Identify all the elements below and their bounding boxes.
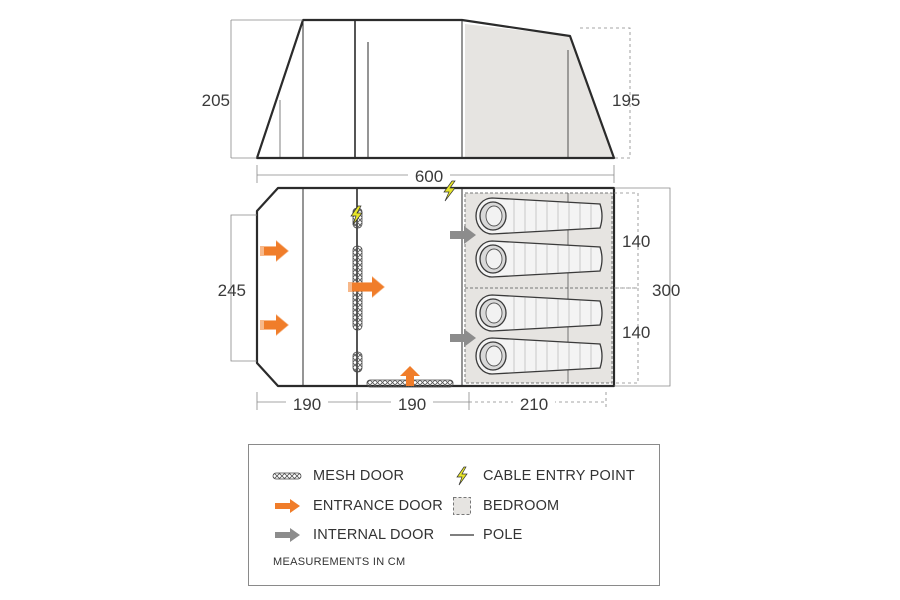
legend: MESH DOOR ENTRANCE DOOR INTERNAL DOOR CA… bbox=[248, 444, 660, 586]
legend-entrance-door: ENTRANCE DOOR bbox=[267, 495, 443, 517]
orange-arrow-icon bbox=[260, 314, 289, 336]
line-icon bbox=[447, 524, 477, 546]
grey-arrow-icon bbox=[450, 329, 476, 347]
dim-label-bg bbox=[286, 394, 328, 412]
sleeping-bag bbox=[475, 197, 603, 235]
section-1-length-label: 190 bbox=[293, 395, 321, 414]
legend-entrance-door-label: ENTRANCE DOOR bbox=[313, 498, 443, 514]
grey-arrow-icon bbox=[267, 524, 307, 546]
dashed-square-icon bbox=[447, 495, 477, 517]
side-bedroom-fill bbox=[465, 24, 614, 158]
legend-bedroom: BEDROOM bbox=[447, 495, 559, 517]
grey-arrow-icon bbox=[450, 226, 476, 244]
legend-internal-door-label: INTERNAL DOOR bbox=[313, 527, 435, 543]
legend-mesh-door-label: MESH DOOR bbox=[313, 468, 405, 484]
sleeping-bags bbox=[475, 197, 603, 375]
width-front-label: 245 bbox=[218, 281, 246, 300]
height-rear-label: 195 bbox=[612, 91, 640, 110]
sleeping-bag bbox=[475, 337, 603, 375]
legend-cable-entry: CABLE ENTRY POINT bbox=[447, 465, 635, 487]
dim-label-bg bbox=[513, 394, 555, 412]
legend-cable-entry-label: CABLE ENTRY POINT bbox=[483, 468, 635, 484]
bedroom-width-top-label: 140 bbox=[622, 232, 650, 251]
orange-arrow-icon bbox=[267, 495, 307, 517]
dim-label-bg bbox=[391, 394, 433, 412]
dim-line-245 bbox=[230, 214, 257, 362]
measurements-note: MEASUREMENTS IN CM bbox=[273, 556, 406, 568]
mesh-door-icon bbox=[267, 465, 307, 487]
legend-pole: POLE bbox=[447, 524, 523, 546]
section-3-length-label: 210 bbox=[520, 395, 548, 414]
lightning-bolt-icon bbox=[443, 180, 456, 202]
floor-plan: 245 140 140 300 190 190 210 bbox=[218, 180, 680, 414]
lightning-bolt-icon bbox=[350, 205, 363, 226]
dim-label-bg bbox=[408, 165, 450, 183]
section-2-length-label: 190 bbox=[398, 395, 426, 414]
length-dimension: 600 bbox=[256, 165, 615, 186]
side-outline bbox=[255, 18, 616, 160]
dim-line-300 bbox=[614, 187, 671, 387]
dim-line-195 bbox=[580, 27, 631, 159]
sleeping-bag bbox=[475, 240, 603, 278]
dim-line-140-bottom bbox=[614, 287, 639, 384]
dim-line-140-top bbox=[614, 192, 639, 289]
total-length-label: 600 bbox=[415, 167, 443, 186]
orange-arrow-icon bbox=[400, 366, 420, 386]
mesh-door-divider-bot bbox=[352, 351, 363, 373]
side-elevation: 205 195 bbox=[202, 18, 640, 160]
legend-bedroom-label: BEDROOM bbox=[483, 498, 560, 514]
legend-internal-door: INTERNAL DOOR bbox=[267, 524, 434, 546]
orange-arrow-icon bbox=[348, 276, 385, 298]
height-front-label: 205 bbox=[202, 91, 230, 110]
bedroom-width-bottom-label: 140 bbox=[622, 323, 650, 342]
legend-mesh-door: MESH DOOR bbox=[267, 465, 404, 487]
lightning-bolt-icon bbox=[447, 465, 477, 487]
orange-arrow-icon bbox=[260, 240, 289, 262]
width-total-label: 300 bbox=[652, 281, 680, 300]
legend-pole-label: POLE bbox=[483, 527, 523, 543]
sleeping-bag bbox=[475, 294, 603, 332]
